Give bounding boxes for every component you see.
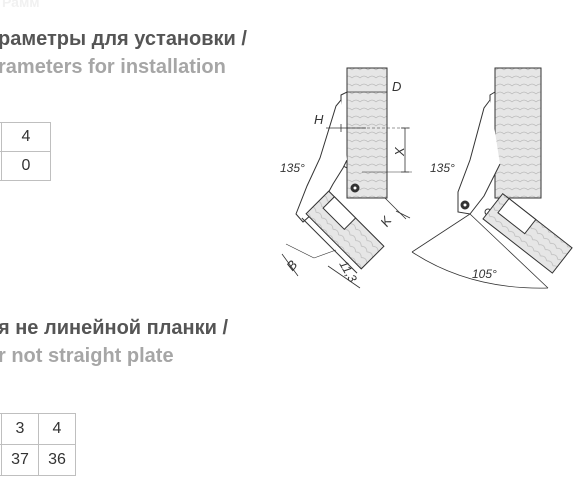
table-cell: 0: [1, 151, 51, 181]
dimension-label-D: D: [392, 79, 401, 94]
dimension-label-H: H: [314, 112, 324, 127]
hinge-arm: [457, 99, 501, 215]
header-fragment: Рамм: [2, 0, 40, 10]
table-cell: 37: [1, 444, 39, 476]
cabinet-side-panel: [494, 67, 542, 199]
opening-angle-arc: [411, 251, 549, 289]
hinge-arm: [295, 99, 348, 223]
table-cell: 4: [1, 122, 51, 152]
dimension-label-X: X: [392, 146, 407, 157]
angle-label-right: 135°: [430, 161, 455, 175]
table-cell: 36: [38, 444, 76, 476]
installation-parameters-table: 4 0: [0, 122, 51, 181]
hinge-right-diagram: [411, 67, 573, 289]
opening-angle-label: 105°: [472, 267, 497, 281]
cabinet-door: [482, 192, 573, 274]
angle-label-left: 135°: [280, 161, 305, 175]
table-cell: 3: [1, 413, 39, 445]
section-title-ru: раметры для установки /: [0, 28, 247, 50]
section2-title-ru: я не линейной планки /: [0, 317, 229, 339]
dimension-label-B: B: [283, 257, 300, 274]
table-row: 0: [0, 151, 51, 181]
cabinet-door: [305, 190, 385, 270]
table-cell: 4: [38, 413, 76, 445]
section-title-en: rameters for installation: [0, 56, 226, 78]
table-row: 4: [0, 122, 51, 152]
hinge-left-diagram: [281, 67, 412, 289]
section2-title-en: r not straight plate: [0, 345, 174, 367]
table-row: 37 36: [0, 444, 76, 476]
dimension-label-K: K: [377, 212, 395, 229]
cabinet-side-panel: [346, 67, 388, 199]
table-row: 3 4: [0, 413, 76, 445]
plate-parameters-table: 3 4 37 36: [0, 413, 76, 476]
